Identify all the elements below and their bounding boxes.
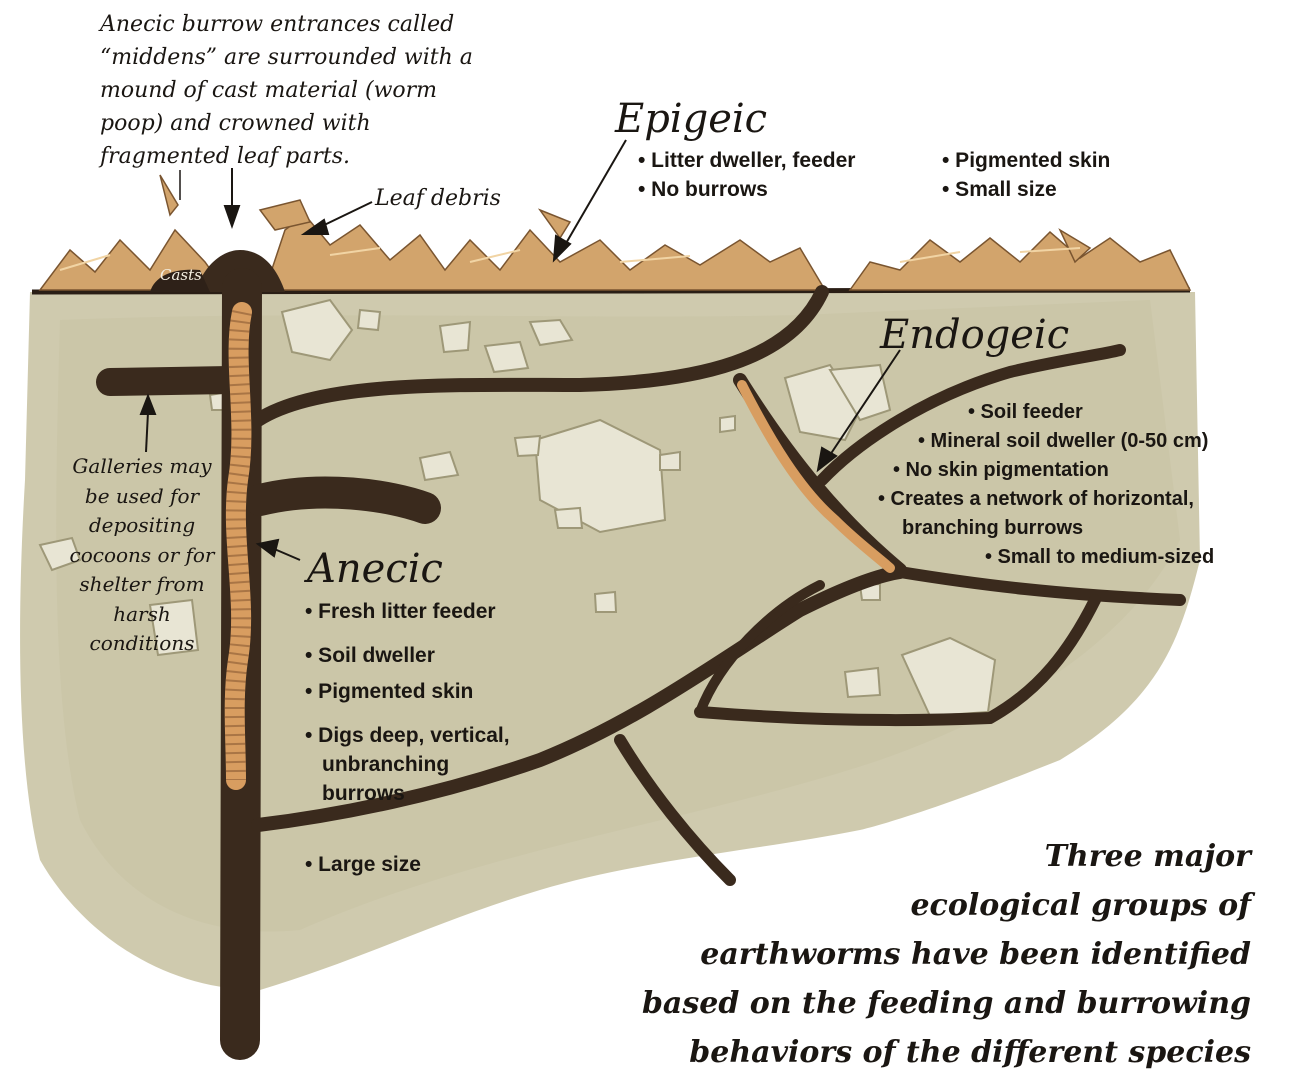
- endogeic-trait: • Small to medium-sized: [985, 543, 1214, 572]
- caption-line: ecological groups of: [642, 881, 1251, 930]
- leaf-debris-label: Leaf debris: [375, 186, 501, 211]
- galleries-note-line: conditions: [42, 629, 242, 659]
- anecic-trait: • Fresh litter feeder: [305, 600, 496, 624]
- endogeic-trait: • Creates a network of horizontal,: [878, 485, 1194, 514]
- galleries-note-line: cocoons or for: [42, 541, 242, 571]
- rock: [440, 322, 470, 352]
- endogeic-title: Endogeic: [880, 312, 1069, 358]
- midden-annotation: Anecic burrow entrances called “middens”…: [100, 8, 520, 173]
- rock: [515, 436, 540, 456]
- endogeic-trait: • No skin pigmentation: [893, 456, 1109, 485]
- endogeic-trait-continued: branching burrows: [902, 514, 1083, 543]
- anecic-trait: • Digs deep, vertical,: [305, 724, 510, 748]
- caption-line: earthworms have been identified: [642, 930, 1251, 979]
- epigeic-trait: • No burrows: [638, 175, 855, 204]
- rock: [420, 452, 458, 480]
- rock: [555, 508, 582, 528]
- galleries-note-line: be used for: [42, 482, 242, 512]
- midden-note-line: Anecic burrow entrances called: [100, 8, 520, 41]
- epigeic-trait: • Pigmented skin: [942, 146, 1110, 175]
- rock: [358, 310, 380, 330]
- anecic-trait: • Large size: [305, 853, 421, 877]
- midden-note-line: “middens” are surrounded with a: [100, 41, 520, 74]
- galleries-annotation: Galleries may be used for depositing coc…: [42, 452, 242, 659]
- galleries-note-line: Galleries may: [42, 452, 242, 482]
- midden-note-line: poop) and crowned with: [100, 107, 520, 140]
- anecic-trait-continued: unbranching: [322, 753, 449, 777]
- epigeic-trait: • Litter dweller, feeder: [638, 146, 855, 175]
- galleries-note-line: shelter from: [42, 570, 242, 600]
- epigeic-trait: • Small size: [942, 175, 1110, 204]
- anecic-trait: • Pigmented skin: [305, 680, 473, 704]
- casts-label: Casts: [160, 266, 202, 284]
- midden-note-line: fragmented leaf parts.: [100, 140, 520, 173]
- endogeic-trait: • Soil feeder: [968, 398, 1083, 427]
- figure-caption: Three major ecological groups of earthwo…: [642, 832, 1251, 1077]
- anecic-title: Anecic: [307, 546, 443, 592]
- epigeic-traits-left: • Litter dweller, feeder • No burrows: [638, 146, 855, 204]
- rock: [845, 668, 880, 697]
- epigeic-title: Epigeic: [615, 96, 767, 142]
- anecic-trait: • Soil dweller: [305, 644, 435, 668]
- rock: [660, 452, 680, 470]
- galleries-note-line: harsh: [42, 600, 242, 630]
- caption-line: based on the feeding and burrowing: [642, 979, 1251, 1028]
- rock: [595, 592, 616, 612]
- galleries-note-line: depositing: [42, 511, 242, 541]
- mid-gallery: [260, 492, 425, 508]
- endogeic-trait: • Mineral soil dweller (0-50 cm): [918, 427, 1208, 456]
- caption-line: Three major: [642, 832, 1251, 881]
- upper-left-gallery: [110, 380, 230, 382]
- rock: [720, 416, 735, 432]
- anecic-trait-continued: burrows: [322, 782, 405, 806]
- rock: [485, 342, 528, 372]
- midden-note-line: mound of cast material (worm: [100, 74, 520, 107]
- caption-line: behaviors of the different species: [642, 1028, 1251, 1077]
- epigeic-traits-right: • Pigmented skin • Small size: [942, 146, 1110, 204]
